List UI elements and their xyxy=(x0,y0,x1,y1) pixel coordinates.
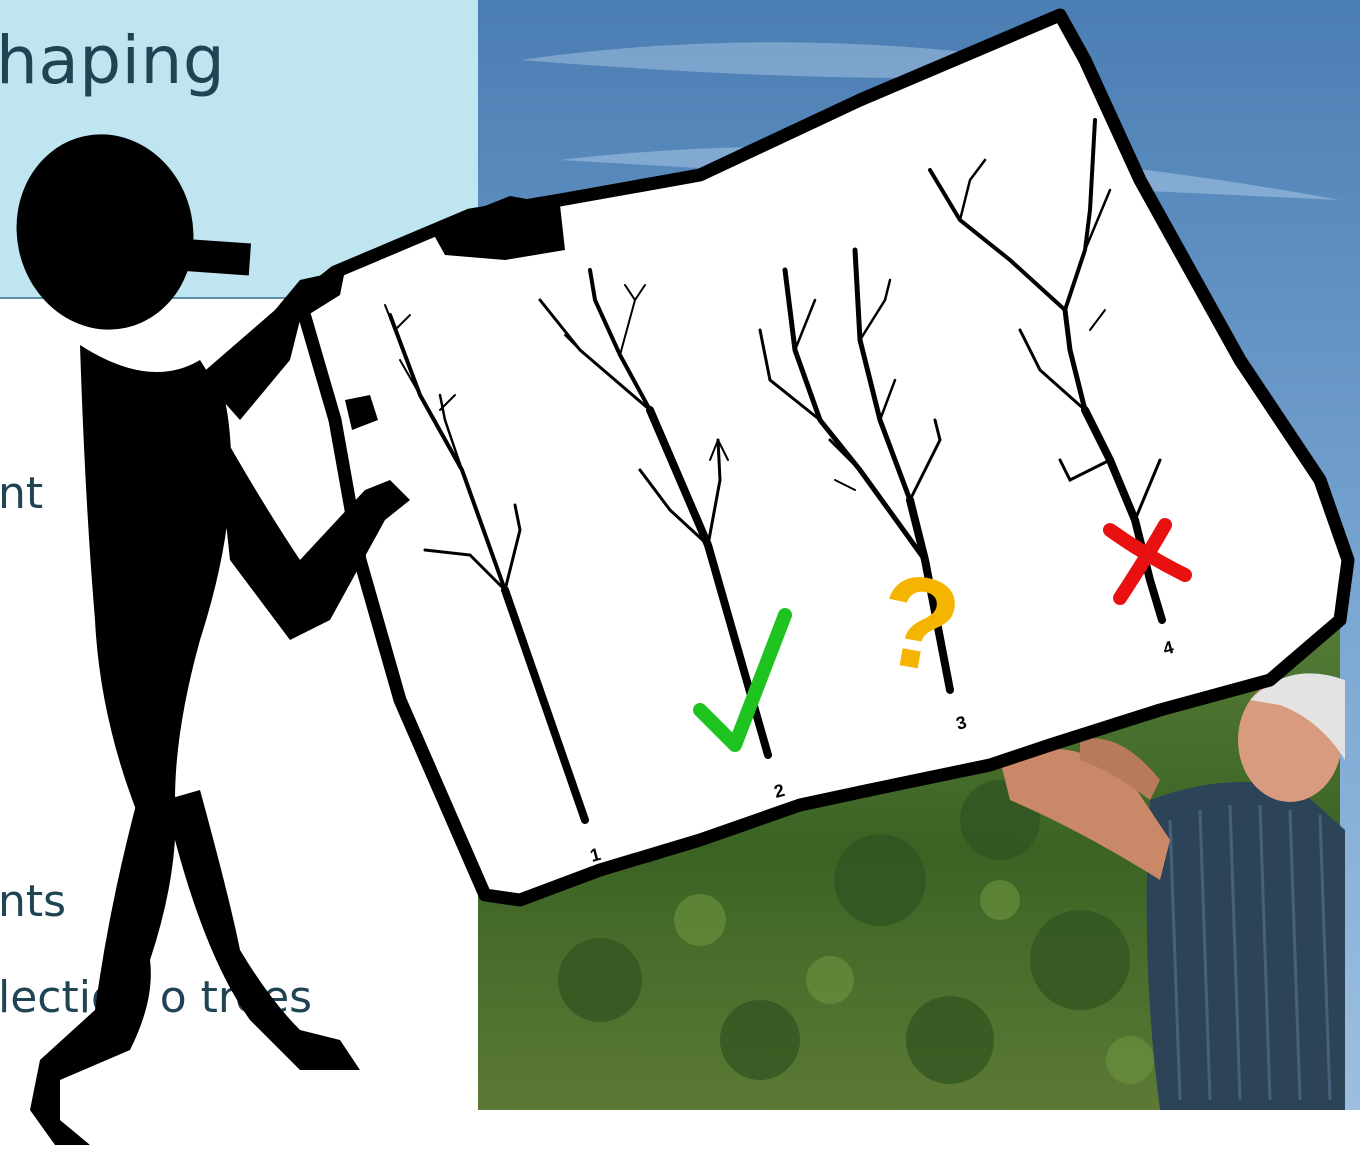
slide-illustration: 1 2 3 4 ? xyxy=(0,0,1360,1150)
